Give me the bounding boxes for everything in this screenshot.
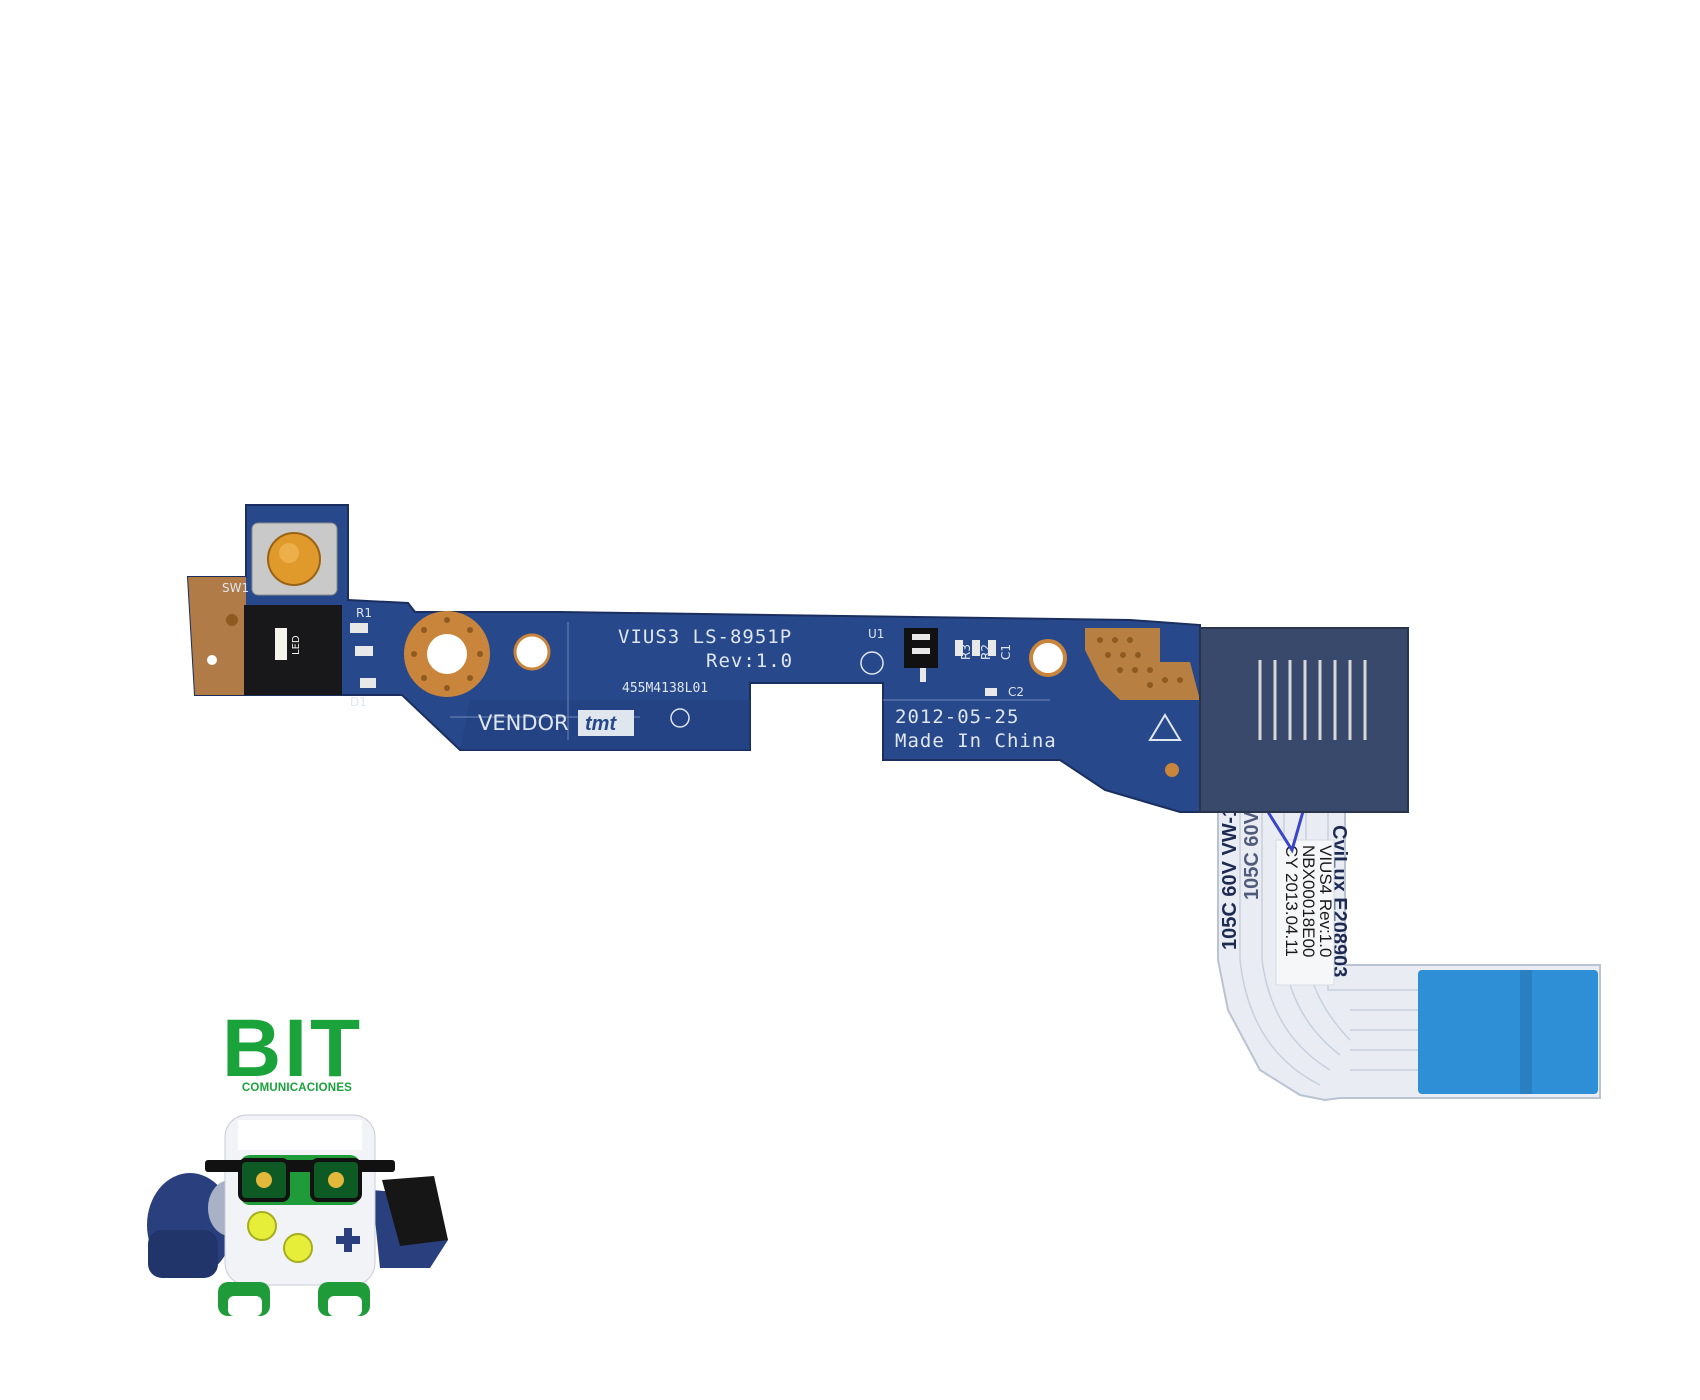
ref-c2: C2 bbox=[1008, 685, 1024, 699]
brand-logo-text: BIT bbox=[222, 1003, 363, 1094]
ref-led: LED bbox=[291, 635, 302, 655]
mascot-dpad-icon bbox=[336, 1228, 360, 1252]
board-model: VIUS3 LS-8951P bbox=[618, 626, 792, 648]
cable-print-2: 105C 60V bbox=[1241, 810, 1263, 900]
cable-label bbox=[1275, 839, 1335, 986]
ref-d1: D1 bbox=[350, 695, 367, 709]
vendor-mark: tmt bbox=[585, 713, 617, 735]
pb-free-icon bbox=[860, 651, 884, 675]
ref-r3: R3 bbox=[959, 644, 973, 660]
ribbon-cable: 105C 60V VW-1 105C 60V CviLux E208903 VI… bbox=[1217, 719, 1601, 1102]
brand-tagline: COMUNICACIONES bbox=[241, 1082, 353, 1094]
vendor-label: VENDOR bbox=[478, 711, 569, 735]
board-origin: Made In China bbox=[895, 730, 1057, 752]
ref-u1: U1 bbox=[868, 627, 884, 641]
ref-sw1: SW1 bbox=[222, 581, 249, 595]
ref-r2: R2 bbox=[979, 644, 993, 660]
ref-r1: R1 bbox=[356, 606, 372, 620]
led-block bbox=[244, 605, 342, 695]
cable-label-line-3: CY 2013.04.11 bbox=[1282, 845, 1301, 957]
pcb-board: VIUS3 LS-8951P Rev:1.0 455M4138L01 VENDO… bbox=[186, 504, 1409, 813]
cable-print-1: 105C 60V VW-1 bbox=[1219, 806, 1241, 950]
warning-triangle-icon bbox=[1148, 713, 1182, 741]
board-part-number: 455M4138L01 bbox=[622, 681, 708, 696]
cable-label-line-2: NBX00018E00 bbox=[1299, 845, 1318, 957]
mascot-robot bbox=[147, 1114, 448, 1316]
board-date: 2012-05-25 bbox=[895, 706, 1019, 728]
mascot-tablet bbox=[382, 1176, 448, 1246]
cable-stiffener bbox=[1418, 970, 1598, 1094]
cable-label-line-1: VIUS4 Rev:1.0 bbox=[1316, 845, 1335, 957]
ref-c1: C1 bbox=[999, 644, 1013, 660]
brand-logo: BIT bbox=[222, 1003, 363, 1094]
board-revision: Rev:1.0 bbox=[706, 650, 793, 672]
